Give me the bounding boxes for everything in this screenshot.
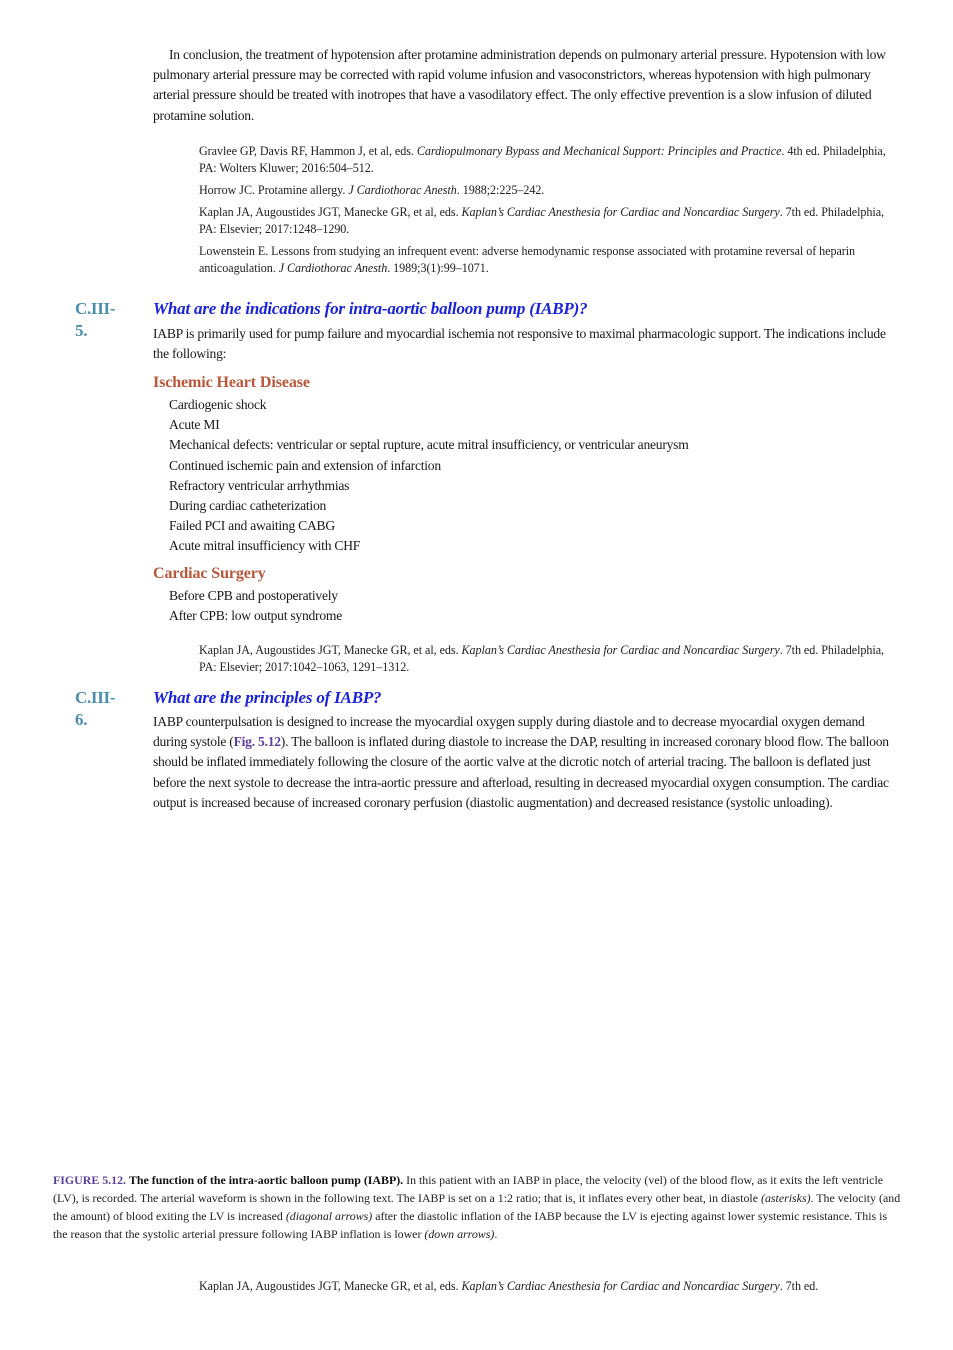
references-block-1: Gravlee GP, Davis RF, Hammon J, et al, e… [199, 143, 904, 282]
question-text: What are the indications for intra-aorti… [153, 299, 588, 318]
cardiac-surgery-indications-list: Before CPB and postoperatively After CPB… [169, 586, 342, 626]
question-number: C.III-6. [75, 688, 116, 729]
list-item: During cardiac catheterization [169, 498, 327, 514]
list-item: Before CPB and postoperatively [169, 588, 338, 603]
intro-text: In conclusion, the treatment of hypotens… [153, 47, 886, 123]
list-item: Mechanical defects: ventricular or septa… [169, 437, 689, 453]
list-item: Continued ischemic pain and extension of… [169, 457, 441, 473]
figure-label: FIGURE 5.12. [53, 1173, 126, 1187]
question-number: C.III-5. [75, 299, 116, 340]
list-item: Failed PCI and awaiting CABG [169, 518, 335, 534]
reference-item: Gravlee GP, Davis RF, Hammon J, et al, e… [199, 144, 886, 175]
intro-paragraph: In conclusion, the treatment of hypotens… [153, 45, 898, 126]
cardiac-surgery-heading: Cardiac Surgery [153, 565, 266, 582]
reference-item: Kaplan JA, Augoustides JGT, Manecke GR, … [199, 205, 885, 236]
question-text: What are the principles of IABP? [153, 688, 382, 707]
q6-body-paragraph: IABP counterpulsation is designed to inc… [153, 714, 889, 810]
q5-intro-paragraph: IABP is primarily used for pump failure … [153, 326, 886, 362]
ischemic-indications-list: Cardiogenic shock Acute MI Mechanical de… [169, 395, 689, 557]
list-item: Refractory ventricular arrhythmias [169, 477, 350, 493]
reference-item: Kaplan JA, Augoustides JGT, Manecke GR, … [199, 1279, 819, 1293]
list-item: Cardiogenic shock [169, 397, 267, 412]
ischemic-heart-disease-heading: Ischemic Heart Disease [153, 374, 310, 391]
references-block-2: Kaplan JA, Augoustides JGT, Manecke GR, … [199, 642, 904, 681]
figure-title: The function of the intra-aortic balloon… [128, 1173, 404, 1187]
reference-item: Lowenstein E. Lessons from studying an i… [199, 244, 856, 275]
list-item: Acute MI [169, 417, 220, 433]
reference-item: Kaplan JA, Augoustides JGT, Manecke GR, … [199, 643, 885, 674]
figure-caption: FIGURE 5.12. The function of the intra-a… [53, 1173, 901, 1242]
reference-item: Horrow JC. Protamine allergy. J Cardioth… [199, 183, 545, 197]
list-item: Acute mitral insufficiency with CHF [169, 538, 361, 554]
list-item: After CPB: low output syndrome [169, 608, 342, 624]
figure-reference: Kaplan JA, Augoustides JGT, Manecke GR, … [199, 1278, 904, 1300]
figure-5-12-link[interactable]: Fig. 5.12 [233, 734, 281, 750]
figure-5-12-image-area [153, 845, 898, 1160]
